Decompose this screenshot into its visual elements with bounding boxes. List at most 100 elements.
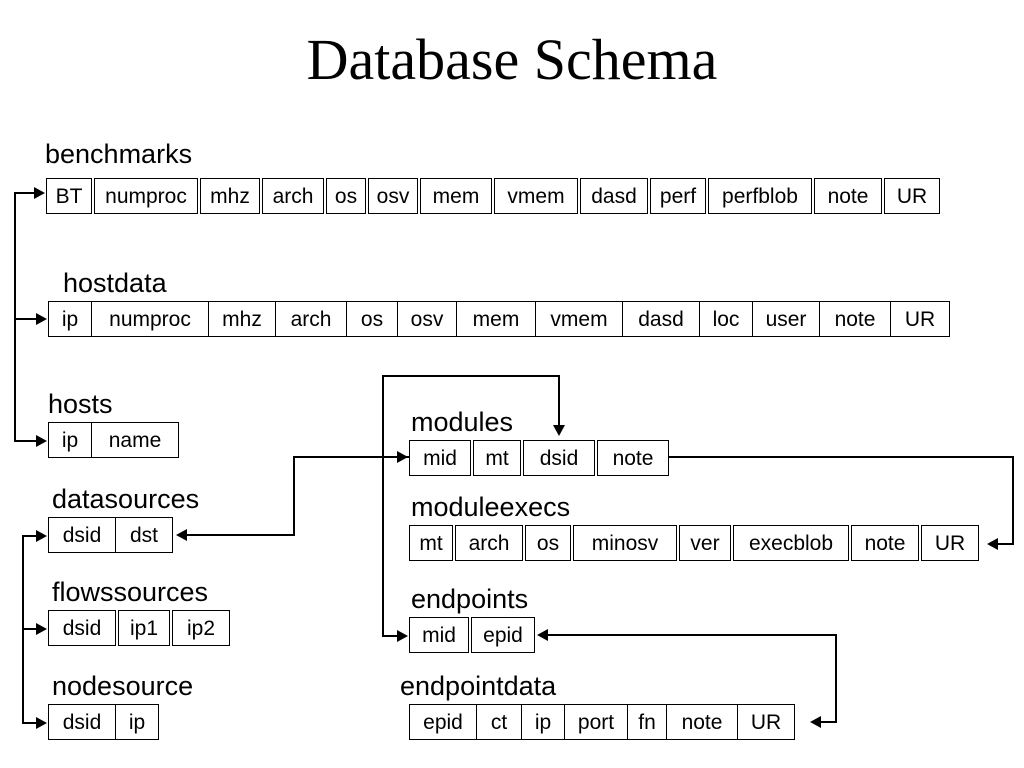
column-hosts-ip[interactable]: ip [48, 422, 92, 458]
column-hostdata-UR[interactable]: UR [890, 301, 950, 337]
connector-modules-to-datasources-vertical [293, 456, 295, 536]
column-flowssources-dsid[interactable]: dsid [48, 610, 116, 646]
column-flowssources-ip1[interactable]: ip1 [118, 610, 170, 646]
column-benchmarks-arch[interactable]: arch [262, 178, 324, 214]
column-benchmarks-mhz[interactable]: mhz [200, 178, 260, 214]
table-label-nodesource: nodesource [52, 671, 194, 701]
connector-left-trunk-to-hosts [14, 440, 38, 442]
column-moduleexecs-os[interactable]: os [525, 525, 571, 561]
column-endpointdata-port[interactable]: port [564, 704, 628, 740]
connector-modules-dsid-loop-vertical [558, 375, 560, 427]
column-modules-mid[interactable]: mid [409, 440, 471, 476]
column-benchmarks-perfblob[interactable]: perfblob [708, 178, 812, 214]
column-moduleexecs-note[interactable]: note [851, 525, 919, 561]
column-benchmarks-mem[interactable]: mem [420, 178, 492, 214]
column-hostdata-note[interactable]: note [819, 301, 891, 337]
column-hostdata-loc[interactable]: loc [699, 301, 753, 337]
column-datasources-dsid[interactable]: dsid [48, 517, 116, 553]
arrow-into-hosts-ip [36, 435, 47, 447]
table-label-hosts: hosts [48, 389, 113, 419]
column-benchmarks-UR[interactable]: UR [884, 178, 940, 214]
column-nodesource-ip[interactable]: ip [115, 704, 159, 740]
arrow-into-modules-mid [397, 451, 408, 463]
column-moduleexecs-ver[interactable]: ver [679, 525, 731, 561]
arrow-into-modules-dsid [553, 425, 565, 436]
column-benchmarks-osv[interactable]: osv [368, 178, 418, 214]
column-endpointdata-UR[interactable]: UR [737, 704, 795, 740]
column-moduleexecs-UR[interactable]: UR [921, 525, 979, 561]
column-hostdata-arch[interactable]: arch [275, 301, 347, 337]
table-label-benchmarks: benchmarks [45, 139, 193, 169]
table-label-moduleexecs: moduleexecs [411, 492, 571, 522]
column-hostdata-numproc[interactable]: numproc [91, 301, 209, 337]
column-hostdata-mhz[interactable]: mhz [208, 301, 276, 337]
connector-trunk-to-nodesource [22, 722, 38, 724]
arrow-into-endpoints-epid [537, 629, 548, 641]
column-hostdata-mem[interactable]: mem [456, 301, 536, 337]
connector-endpointdata-to-endpoints-vertical [835, 634, 837, 722]
column-modules-mt[interactable]: mt [473, 440, 521, 476]
arrow-into-endpointdata-ur [810, 716, 821, 728]
connector-left-trunk-to-benchmarks [14, 192, 36, 194]
column-benchmarks-BT[interactable]: BT [46, 178, 92, 214]
column-datasources-dst[interactable]: dst [115, 517, 173, 553]
column-moduleexecs-minosv[interactable]: minosv [573, 525, 677, 561]
connector-endpointdata-to-endpoints-horizontal-top [548, 634, 837, 636]
column-hostdata-dasd[interactable]: dasd [622, 301, 700, 337]
table-label-flowssources: flowssources [52, 577, 209, 607]
column-benchmarks-note[interactable]: note [814, 178, 882, 214]
page-title: Database Schema [306, 27, 718, 92]
connector-moduleexecs-to-modules-horizontal-bottom [998, 543, 1014, 545]
column-hosts-name[interactable]: name [91, 422, 179, 458]
column-hostdata-user[interactable]: user [752, 301, 820, 337]
arrow-into-nodesource-dsid [36, 717, 47, 729]
column-flowssources-ip2[interactable]: ip2 [172, 610, 230, 646]
arrow-into-datasources-dsid [36, 530, 47, 542]
column-endpointdata-ip[interactable]: ip [521, 704, 565, 740]
connector-modules-endpoints-trunk-vertical [382, 375, 384, 637]
column-endpointdata-ct[interactable]: ct [476, 704, 522, 740]
column-hostdata-osv[interactable]: osv [397, 301, 457, 337]
connector-moduleexecs-to-modules-vertical [1012, 456, 1014, 544]
table-label-modules: modules [411, 407, 514, 437]
arrow-into-moduleexecs-ur [987, 538, 998, 550]
column-modules-note[interactable]: note [597, 440, 669, 476]
column-moduleexecs-mt[interactable]: mt [409, 525, 453, 561]
column-benchmarks-dasd[interactable]: dasd [580, 178, 648, 214]
connector-moduleexecs-to-modules-horizontal-top [668, 456, 1014, 458]
column-hostdata-os[interactable]: os [346, 301, 398, 337]
column-modules-dsid[interactable]: dsid [523, 440, 595, 476]
column-benchmarks-numproc[interactable]: numproc [94, 178, 198, 214]
connector-trunk-to-endpoints-mid [382, 635, 399, 637]
column-benchmarks-perf[interactable]: perf [650, 178, 706, 214]
column-nodesource-dsid[interactable]: dsid [48, 704, 116, 740]
table-label-datasources: datasources [52, 484, 200, 514]
column-moduleexecs-execblob[interactable]: execblob [733, 525, 849, 561]
table-label-hostdata: hostdata [63, 268, 167, 298]
column-endpoints-epid[interactable]: epid [471, 617, 535, 653]
connector-left-trunk-to-hostdata [14, 318, 38, 320]
column-benchmarks-os[interactable]: os [326, 178, 366, 214]
column-hostdata-vmem[interactable]: vmem [535, 301, 623, 337]
arrow-into-hostdata-ip [36, 313, 47, 325]
connector-modules-to-datasources-horizontal-bottom [187, 534, 295, 536]
column-endpointdata-note[interactable]: note [666, 704, 738, 740]
connector-trunk-to-flowssources [22, 628, 38, 630]
column-endpoints-mid[interactable]: mid [409, 617, 469, 653]
connector-endpointdata-to-endpoints-horizontal-bottom [821, 721, 837, 723]
table-label-endpointdata: endpointdata [400, 671, 557, 701]
column-benchmarks-vmem[interactable]: vmem [494, 178, 578, 214]
arrow-into-datasources-dst [176, 529, 187, 541]
column-hostdata-ip[interactable]: ip [48, 301, 92, 337]
column-endpointdata-fn[interactable]: fn [627, 704, 667, 740]
column-endpointdata-epid[interactable]: epid [409, 704, 477, 740]
column-moduleexecs-arch[interactable]: arch [455, 525, 523, 561]
